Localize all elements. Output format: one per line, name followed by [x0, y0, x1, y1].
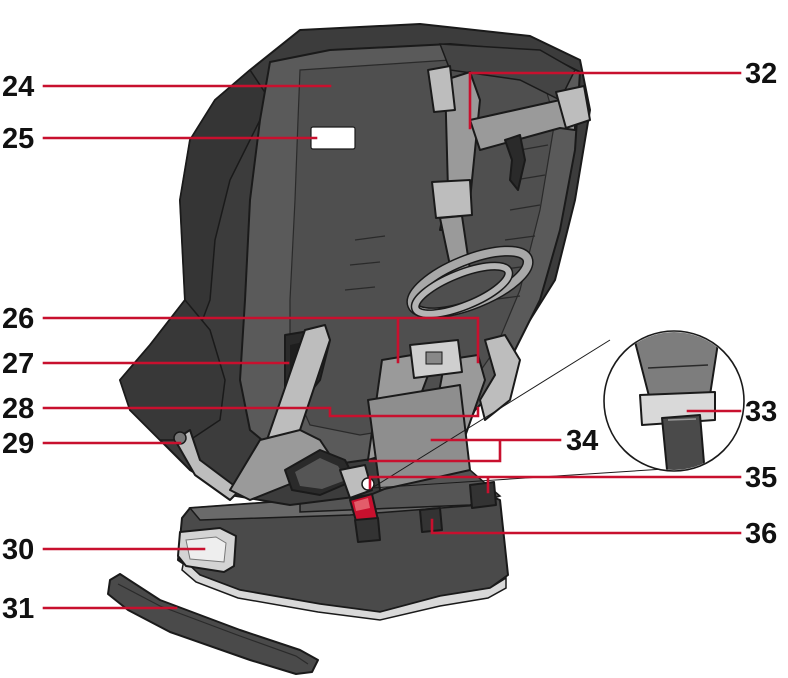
serial-label [311, 127, 355, 149]
callout-31: 31 [2, 593, 34, 625]
callout-33: 33 [745, 396, 777, 428]
callout-36: 36 [745, 518, 777, 550]
callout-28: 28 [2, 393, 34, 425]
callout-34: 34 [566, 425, 598, 457]
callout-25: 25 [2, 123, 34, 155]
callout-26: 26 [2, 303, 34, 335]
callout-27: 27 [2, 348, 34, 380]
callout-30: 30 [2, 534, 34, 566]
callout-35: 35 [745, 462, 777, 494]
callout-32: 32 [745, 58, 777, 90]
callout-29: 29 [2, 428, 34, 460]
callout-24: 24 [2, 71, 34, 103]
